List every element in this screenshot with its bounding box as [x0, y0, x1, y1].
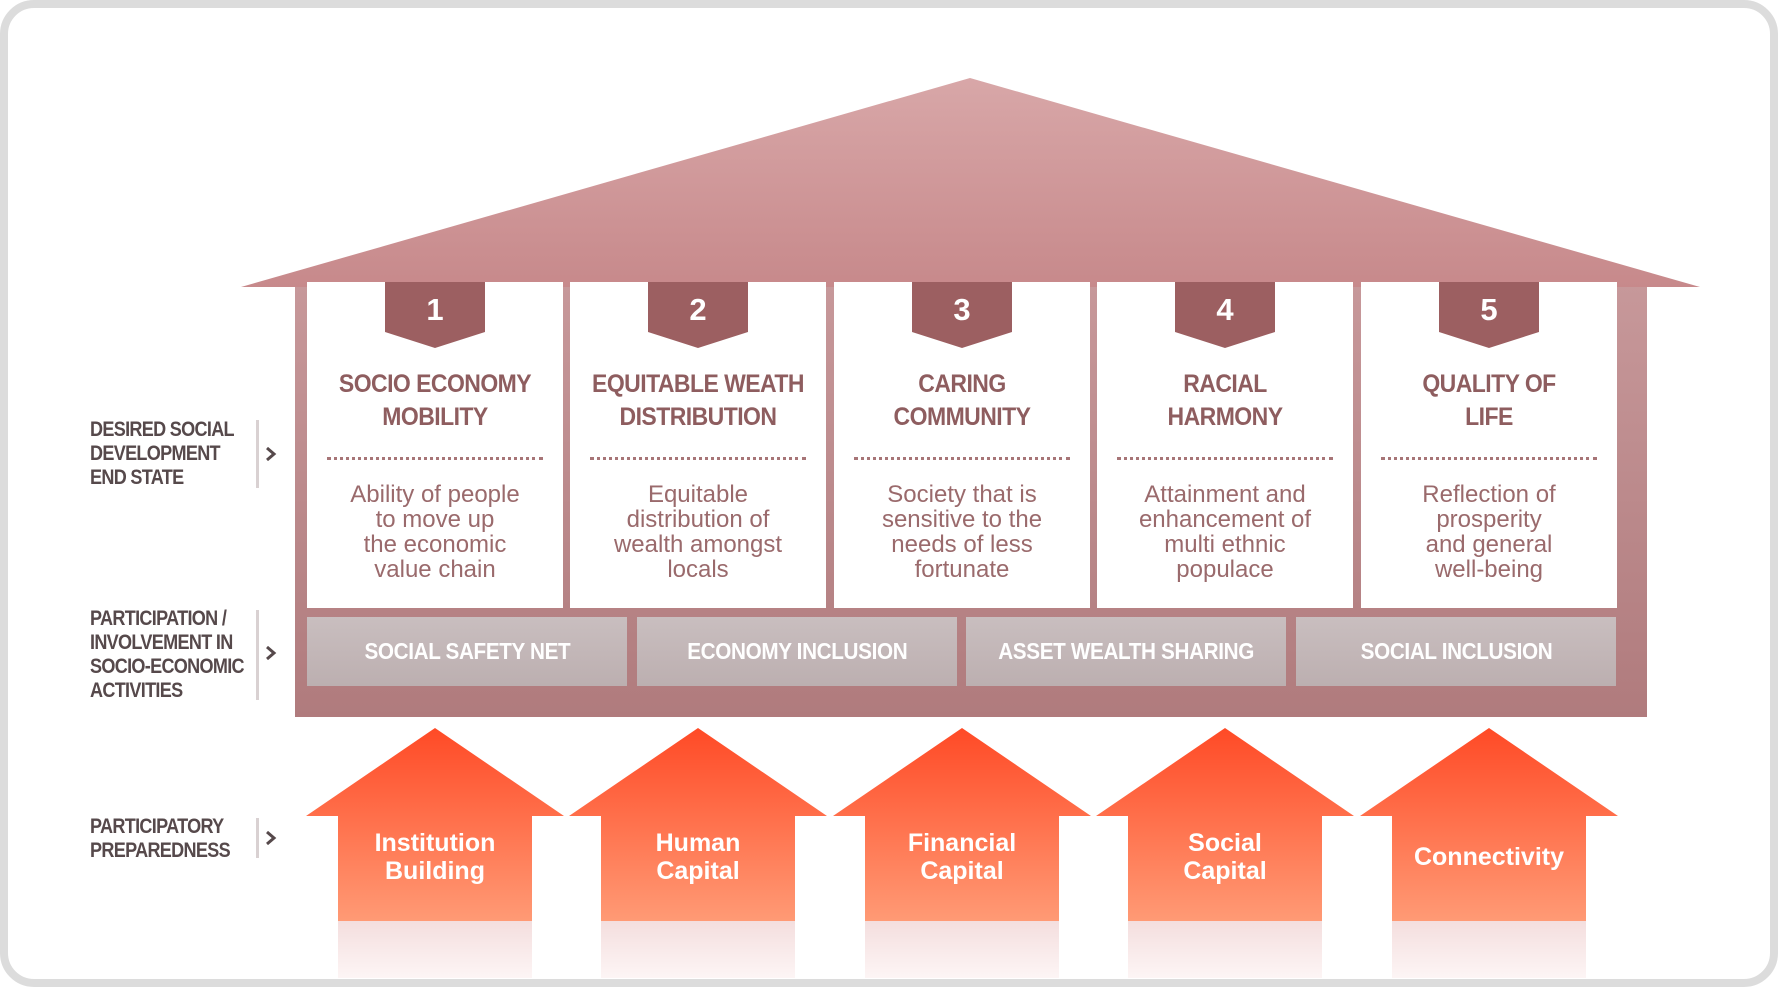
arrow-institution-building: Institution Building	[306, 728, 564, 978]
arrow-financial-capital: Financial Capital	[833, 728, 1091, 978]
arrow-label: Social Capital	[1183, 829, 1267, 885]
side-label-participation: PARTICIPATION / INVOLVEMENT IN SOCIO-ECO…	[90, 607, 245, 702]
pillar-racial-harmony: 4 RACIAL HARMONY Attainment and enhancem…	[1097, 282, 1353, 608]
pillar-caring-community: 3 CARING COMMUNITY Society that is sensi…	[834, 282, 1090, 608]
arrow-social-capital: Social Capital	[1096, 728, 1354, 978]
activity-asset-wealth-sharing: ASSET WEALTH SHARING	[966, 617, 1286, 686]
dotted-divider	[1117, 457, 1333, 460]
house-roof	[241, 78, 1700, 287]
pillar-description: Ability of people to move up the economi…	[350, 481, 520, 583]
up-arrow-icon	[833, 728, 1091, 978]
number-badge	[385, 282, 485, 348]
dotted-divider	[854, 457, 1070, 460]
pillar-number: 2	[689, 292, 707, 327]
pillar-number: 4	[1216, 292, 1234, 327]
pillar-number: 1	[426, 292, 444, 327]
up-arrow-icon	[1360, 728, 1618, 978]
pillar-title: RACIAL HARMONY	[1167, 370, 1284, 431]
pillar-title: EQUITABLE WEATH DISTRIBUTION	[592, 370, 804, 431]
side-label-preparedness: PARTICIPATORY PREPAREDNESS	[90, 815, 231, 862]
pillar-title: CARING COMMUNITY	[893, 370, 1031, 431]
arrow-connectivity: Connectivity	[1360, 728, 1618, 978]
pillar-number: 5	[1480, 292, 1498, 327]
arrow-human-capital: Human Capital	[569, 728, 827, 978]
activity-economy-inclusion: ECONOMY INCLUSION	[637, 617, 957, 686]
side-label-end-state: DESIRED SOCIAL DEVELOPMENT END STATE	[90, 418, 235, 489]
pillar-equitable-wealth-distribution: 2 EQUITABLE WEATH DISTRIBUTION Equitable…	[570, 282, 826, 608]
pillar-title: SOCIO ECONOMY MOBILITY	[338, 370, 532, 431]
number-badge	[648, 282, 748, 348]
up-arrow-icon	[1096, 728, 1354, 978]
number-badge	[1439, 282, 1539, 348]
pillar-description: Society that is sensitive to the needs o…	[881, 481, 1043, 583]
activity-social-inclusion: SOCIAL INCLUSION	[1296, 617, 1616, 686]
dotted-divider	[1381, 457, 1597, 460]
pillar-description: Reflection of prosperity and general wel…	[1422, 481, 1556, 583]
arrow-label: Institution Building	[374, 829, 496, 885]
pillar-title: QUALITY OF LIFE	[1422, 370, 1556, 431]
chevron-right-icon	[266, 831, 277, 845]
pillar-socio-economy-mobility: 1 SOCIO ECONOMY MOBILITY Ability of peop…	[307, 282, 563, 608]
chevron-right-icon	[266, 447, 277, 461]
side-divider	[256, 420, 259, 488]
up-arrow-icon	[569, 728, 827, 978]
chevron-right-icon	[266, 646, 277, 660]
number-badge	[1175, 282, 1275, 348]
pillar-description: Equitable distribution of wealth amongst…	[613, 481, 783, 583]
activity-social-safety-net: SOCIAL SAFETY NET	[307, 617, 627, 686]
number-badge	[912, 282, 1012, 348]
side-divider	[256, 610, 259, 700]
pillar-description: Attainment and enhancement of multi ethn…	[1138, 481, 1312, 583]
arrow-label: Connectivity	[1413, 843, 1565, 871]
side-divider	[256, 818, 259, 858]
up-arrow-icon	[306, 728, 564, 978]
pillar-number: 3	[953, 292, 971, 327]
dotted-divider	[327, 457, 543, 460]
arrow-label: Human Capital	[655, 829, 741, 885]
dotted-divider	[590, 457, 806, 460]
arrow-label: Financial Capital	[907, 829, 1017, 885]
pillar-quality-of-life: 5 QUALITY OF LIFE Reflection of prosperi…	[1361, 282, 1617, 608]
